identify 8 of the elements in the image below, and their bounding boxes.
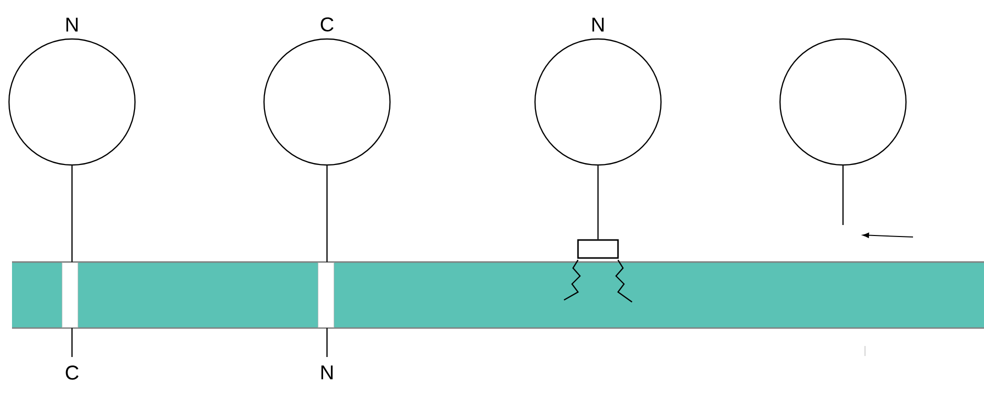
node-label: N xyxy=(66,18,78,32)
terminus-label: C xyxy=(66,366,78,380)
stem-line xyxy=(597,166,599,240)
domain-circle xyxy=(779,38,907,166)
node-label: C xyxy=(320,17,334,32)
lipid-anchor-drawing xyxy=(564,239,632,302)
terminus-label: N xyxy=(321,366,333,380)
node-label: N xyxy=(592,18,604,32)
